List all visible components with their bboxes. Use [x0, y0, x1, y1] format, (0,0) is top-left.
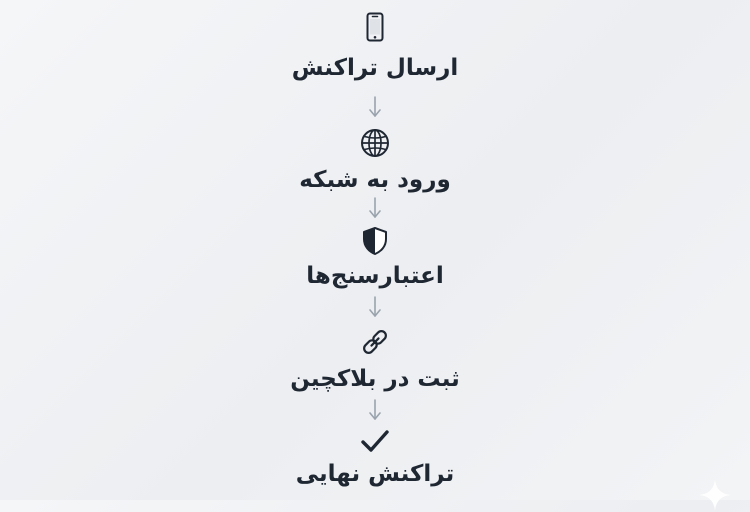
- step-label-final-transaction: تراکنش نهایی: [295, 461, 455, 487]
- step-label-enter-network: ورود به شبکه: [299, 167, 451, 193]
- checkmark-icon: [361, 430, 389, 452]
- down-arrow-icon: [369, 296, 381, 317]
- sparkle-icon: [699, 479, 731, 511]
- step-label-record-on-blockchain: ثبت در بلاکچین: [290, 366, 460, 392]
- step-label-validators: اعتبارسنج‌ها: [306, 263, 444, 289]
- down-arrow-icon: [369, 96, 381, 117]
- shield-icon: [363, 227, 387, 255]
- down-arrow-icon: [369, 197, 381, 218]
- globe-icon: [361, 129, 389, 157]
- down-arrow-icon: [369, 399, 381, 420]
- step-label-send-transaction: ارسال تراکنش: [291, 55, 459, 81]
- link-icon: [363, 330, 387, 354]
- smartphone-icon: [366, 12, 384, 42]
